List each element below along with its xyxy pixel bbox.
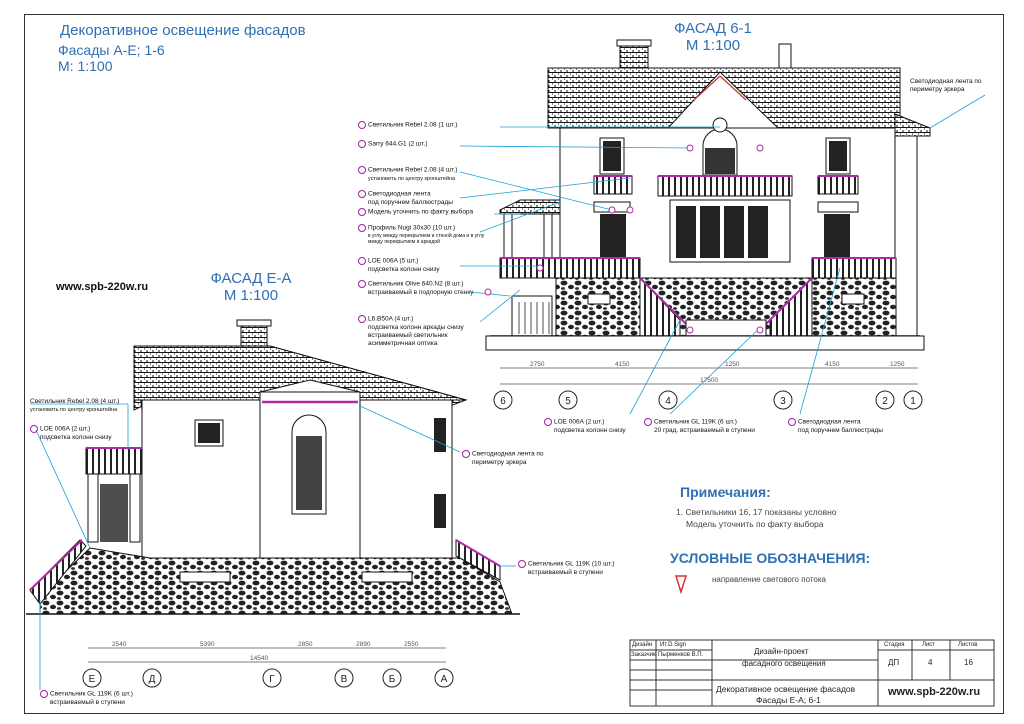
callout-18: Светильник GL 119K (6 шт.)встраиваемый в… xyxy=(40,690,133,707)
marker-icon xyxy=(358,140,366,148)
axis-ea-d: В xyxy=(341,674,348,685)
callout-10: LOE 006A (5 шт.)подсветка колонн снизу xyxy=(358,257,440,274)
facade-61-drawing: 2750 4150 1250 4150 1250 17500 6 5 4 3 2… xyxy=(459,39,986,415)
tb-row1-name: Ит.D.Sign xyxy=(660,642,687,648)
notes-heading: Примечания: xyxy=(680,484,771,500)
callout-2: Светильник GL 119K (6 шт.)20 град. встра… xyxy=(644,418,755,435)
axis-61-b: 5 xyxy=(565,396,571,407)
axis-61-d: 3 xyxy=(780,396,786,407)
marker-icon xyxy=(788,418,796,426)
marker-icon xyxy=(644,418,652,426)
dim-ea-1: 2540 xyxy=(112,641,127,648)
dim-ea-2: 5390 xyxy=(200,641,215,648)
marker-icon xyxy=(358,166,366,174)
callout-15: Sarry 644.G1 (2 шт.) xyxy=(358,140,428,149)
dim-61-4: 4150 xyxy=(825,361,840,368)
facade-ea-name: ФАСАД Е-А xyxy=(210,270,292,287)
sheet-frame xyxy=(24,14,1004,714)
axis-61-e: 2 xyxy=(882,396,888,407)
marker-icon xyxy=(358,190,366,198)
marker-icon xyxy=(40,690,48,698)
tb-row2-label: Заказчик xyxy=(631,652,656,658)
legend-heading: УСЛОВНЫЕ ОБОЗНАЧЕНИЯ: xyxy=(670,550,871,566)
tb-project: Дизайн-проект xyxy=(754,647,809,656)
dim-61-5: 1250 xyxy=(890,361,905,368)
marker-icon xyxy=(30,425,38,433)
tb-sheet: 4 xyxy=(928,658,933,667)
notes-line-2: Модель уточнить по факту выбора xyxy=(686,519,824,529)
callout-8: L6.B50A (4 шт.)подсветка колонн аркады с… xyxy=(358,315,478,348)
notes-line-1: 1. Светильники 16, 17 показаны условно xyxy=(676,507,837,517)
callout-11: Профиль Nugi 30x30 (10 шт.)в углу между … xyxy=(358,224,488,246)
tb-sheets: 16 xyxy=(964,658,973,667)
facade-61-scale: М 1:100 xyxy=(685,37,741,54)
tb-sheet-title: Декоративное освещение фасадов xyxy=(716,684,856,694)
tb-sheets-label: Листов xyxy=(958,642,978,648)
axis-ea-f: А xyxy=(441,674,448,685)
facade-ea-drawing: 2540 5390 2850 2890 2550 14540 Е Д Г В Б… xyxy=(26,319,520,690)
tb-stage: ДП xyxy=(888,658,900,667)
tb-project-2: фасадного освещения xyxy=(742,659,826,668)
callout-16: Светильник Rebel 2.08 (1 шт.) xyxy=(358,121,457,130)
callout-12: Модель уточнить по факту выбора xyxy=(358,208,473,217)
website-link[interactable]: www.spb-220w.ru xyxy=(56,281,149,293)
marker-icon xyxy=(518,560,526,568)
dim-61-total: 17500 xyxy=(700,377,718,384)
light-direction-icon xyxy=(674,575,688,595)
marker-icon xyxy=(358,280,366,288)
callout-17: Светильник GL 119K (10 шт.)встраиваемый … xyxy=(518,560,615,577)
dim-61-1: 2750 xyxy=(530,361,545,368)
axis-61-a: 6 xyxy=(500,396,506,407)
axis-ea-e: Б xyxy=(389,674,396,685)
axis-ea-a: Е xyxy=(89,674,96,685)
dim-ea-total: 14540 xyxy=(250,655,268,662)
marker-icon xyxy=(358,257,366,265)
tb-sheet-label: Лист xyxy=(922,642,936,648)
marker-icon xyxy=(358,121,366,129)
drawing-title: Декоративное освещение фасадов xyxy=(60,22,306,39)
dim-ea-3: 2850 xyxy=(298,641,313,648)
tb-website-link[interactable]: www.spb-220w.ru xyxy=(888,686,981,698)
dim-61-2: 4150 xyxy=(615,361,630,368)
dim-ea-4: 2890 xyxy=(356,641,371,648)
callout-5: LOE 006A (2 шт.)подсветка колонн снизу xyxy=(30,425,112,442)
axis-61-f: 1 xyxy=(910,396,916,407)
callout-6: Светильник Rebel 2.08 (4 шт.)установить … xyxy=(30,398,120,413)
legend-item: направление светового потока xyxy=(712,575,826,584)
axis-ea-c: Г xyxy=(269,674,275,685)
callout-14: Светильник Rebel 2.08 (4 шт.)установить … xyxy=(358,166,457,183)
facade-ea-scale: М 1:100 xyxy=(223,287,279,304)
tb-sheet-title-2: Фасады Е-А; 6-1 xyxy=(756,695,821,705)
drawing-scale: М: 1:100 xyxy=(58,58,113,74)
marker-icon xyxy=(462,450,470,458)
title-block-grid xyxy=(629,639,995,707)
dim-61-3: 1250 xyxy=(725,361,740,368)
marker-icon xyxy=(358,315,366,323)
facade-61-name: ФАСАД 6-1 xyxy=(674,20,752,37)
drawing-facades: Фасады А-Е; 1-6 xyxy=(58,42,165,58)
callout-3: LOE 006A (2 шт.)подсветка колонн снизу xyxy=(544,418,626,435)
callout-9: Светильник Olive 640.N2 (8 шт.)встраивае… xyxy=(358,280,478,297)
axis-ea-b: Д xyxy=(149,674,156,685)
marker-icon xyxy=(544,418,552,426)
axis-61-c: 4 xyxy=(665,396,671,407)
dim-ea-5: 2550 xyxy=(404,641,419,648)
tb-row1-label: Дизайн xyxy=(632,642,653,648)
facade-61-title: ФАСАД 6-1 М 1:100 xyxy=(658,20,768,54)
tb-row2-name: Пырменков В.П. xyxy=(658,652,704,658)
facade-ea-title: ФАСАД Е-А М 1:100 xyxy=(196,270,306,304)
tb-stage-label: Стадия xyxy=(884,642,905,648)
marker-icon xyxy=(358,224,366,232)
marker-icon xyxy=(358,208,366,216)
